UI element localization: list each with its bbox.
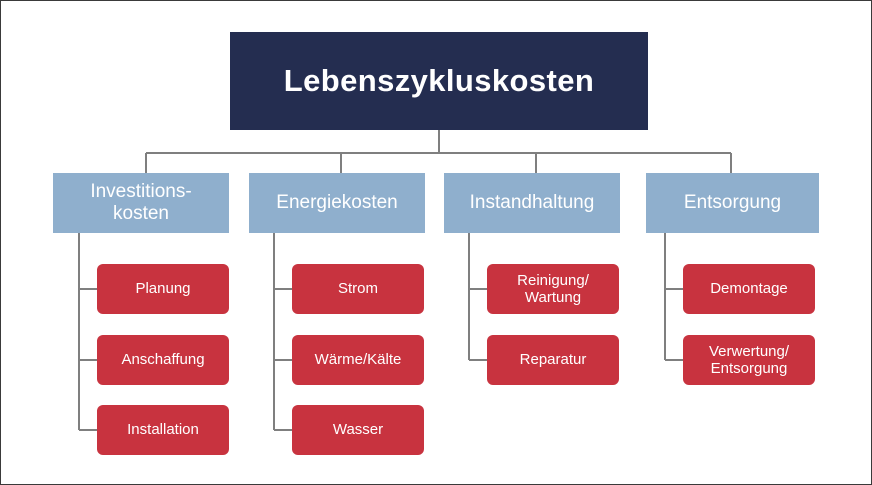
category-node-label: Instandhaltung: [469, 192, 595, 214]
leaf-node-reinigung-wartung: Reinigung/ Wartung: [487, 264, 619, 314]
root-node-label: Lebenszykluskosten: [283, 62, 595, 98]
leaf-node-strom: Strom: [292, 264, 424, 314]
leaf-node-label: Strom: [337, 280, 378, 298]
leaf-node-label: Planung: [135, 280, 191, 298]
leaf-node-label: Reinigung/ Wartung: [509, 272, 597, 307]
leaf-node-label: Wärme/Kälte: [314, 351, 402, 369]
leaf-label-line-1: Reinigung/: [517, 271, 589, 289]
category-node-investitionskosten: Investitions- kosten: [53, 173, 229, 233]
category-node-label: Investitions- kosten: [84, 181, 197, 225]
leaf-node-demontage: Demontage: [683, 264, 815, 314]
leaf-label-line-2: Wartung: [524, 289, 582, 306]
category-node-energiekosten: Energiekosten: [249, 173, 425, 233]
leaf-node-label: Reparatur: [519, 351, 587, 369]
category-node-label: Energiekosten: [276, 192, 398, 214]
leaf-node-anschaffung: Anschaffung: [97, 335, 229, 385]
leaf-node-planung: Planung: [97, 264, 229, 314]
leaf-node-label: Anschaffung: [121, 351, 205, 369]
leaf-node-reparatur: Reparatur: [487, 335, 619, 385]
leaf-node-verwertung-entsorgung: Verwertung/ Entsorgung: [683, 335, 815, 385]
category-node-instandhaltung: Instandhaltung: [444, 173, 620, 233]
leaf-node-wasser: Wasser: [292, 405, 424, 455]
root-node-lebenszykluskosten: Lebenszykluskosten: [230, 32, 648, 130]
leaf-node-waerme-kaelte: Wärme/Kälte: [292, 335, 424, 385]
leaf-label-line-1: Verwertung/: [708, 342, 790, 360]
leaf-node-label: Wasser: [332, 421, 384, 439]
category-label-line-2: kosten: [113, 203, 169, 224]
category-label-line-1: Investitions-: [90, 181, 192, 203]
category-node-label: Entsorgung: [683, 192, 782, 214]
leaf-node-label: Demontage: [710, 280, 788, 298]
leaf-node-label: Verwertung/ Entsorgung: [701, 343, 797, 378]
leaf-node-label: Installation: [127, 421, 199, 439]
category-node-entsorgung: Entsorgung: [646, 173, 819, 233]
leaf-node-installation: Installation: [97, 405, 229, 455]
leaf-label-line-2: Entsorgung: [710, 360, 788, 377]
